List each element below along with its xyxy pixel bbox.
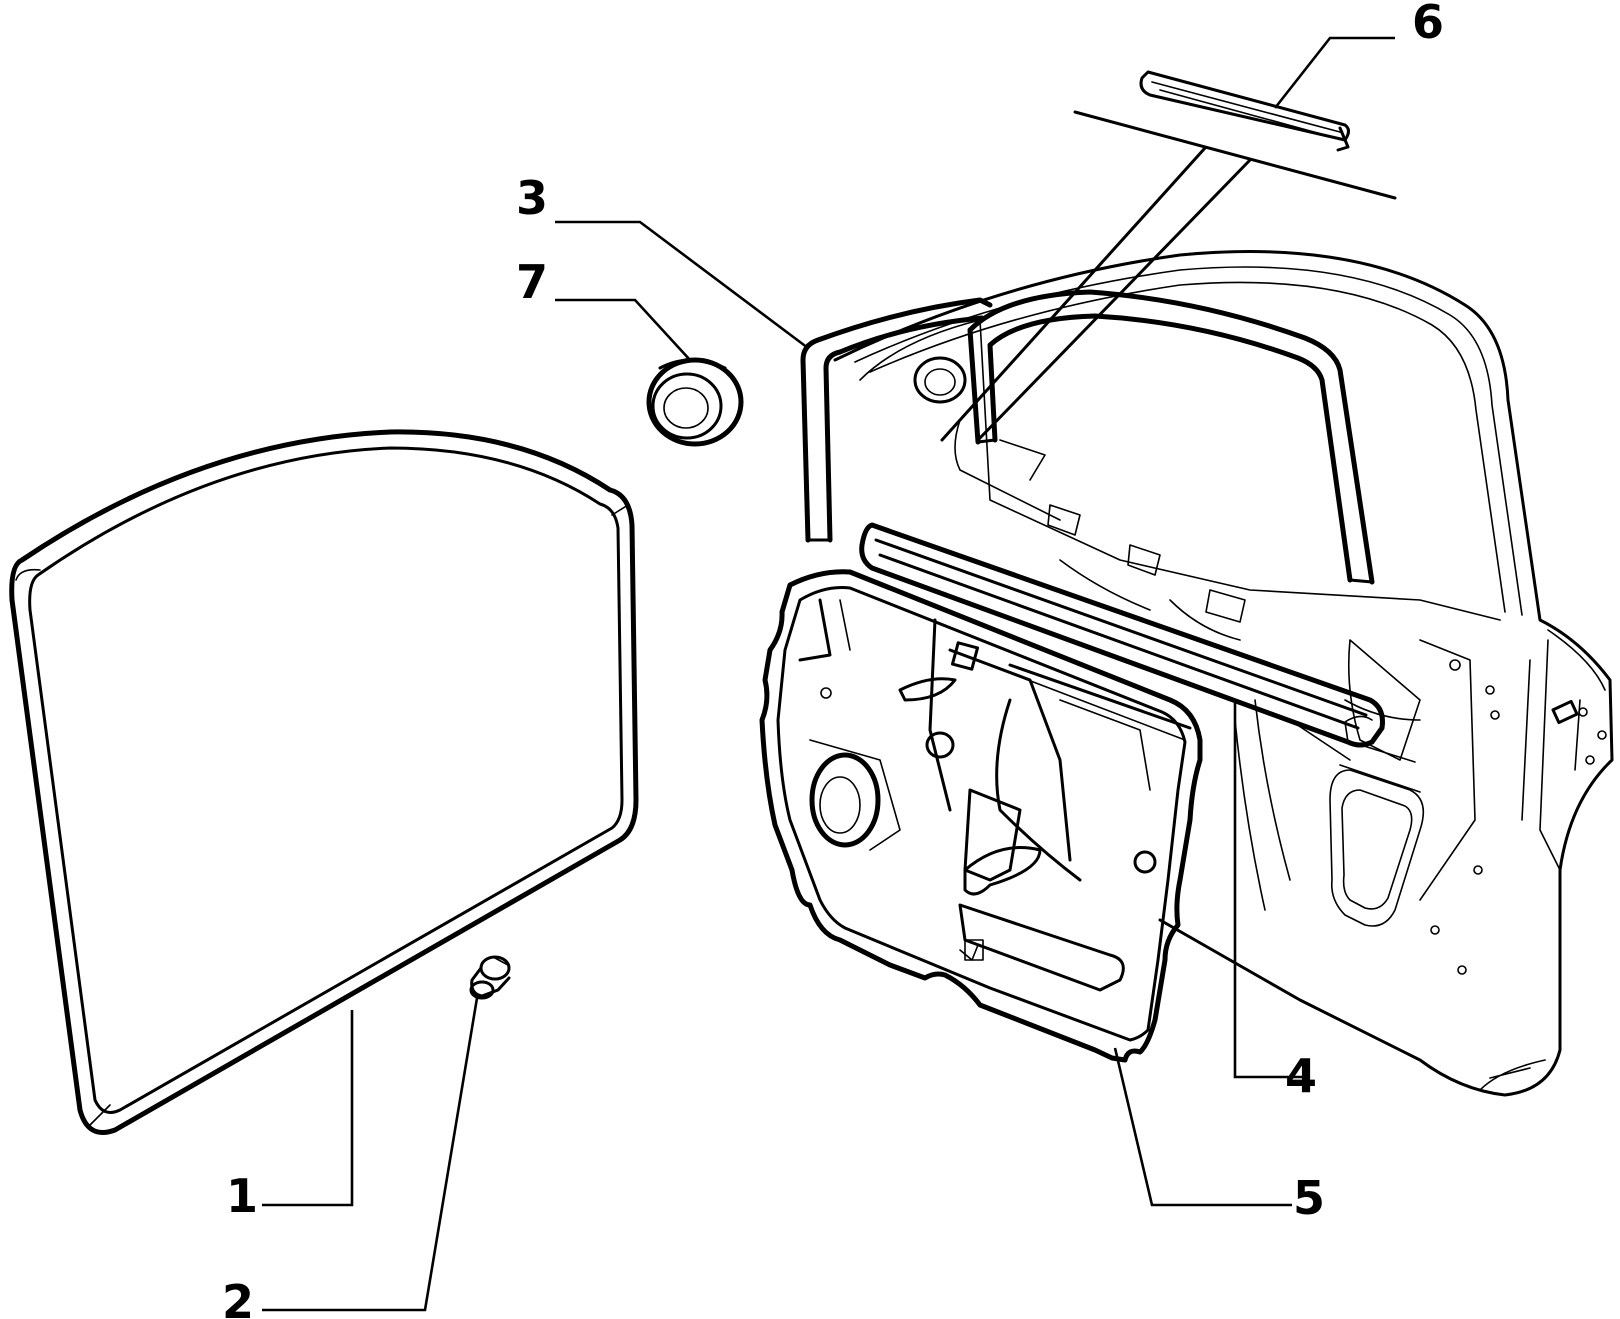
- part-3-window-channel: [800, 289, 1375, 585]
- part-2-plug: [469, 955, 511, 1000]
- part-7-grommet: [646, 357, 744, 447]
- callout-4: 4: [1285, 1049, 1317, 1103]
- part-4-belt-moulding: [859, 522, 1385, 748]
- leader-2: [262, 997, 479, 1312]
- leader-1: [262, 1010, 354, 1207]
- door-body: [833, 250, 1614, 1097]
- leader-3: [555, 220, 809, 350]
- callout-7: 7: [516, 255, 548, 309]
- callout-labels: 1 2 3 4 5 6 7: [222, 0, 1444, 1319]
- leader-6: [1273, 36, 1395, 109]
- callout-5: 5: [1293, 1171, 1325, 1225]
- part-1-glass-seal: [9, 429, 639, 1135]
- callout-2: 2: [222, 1275, 254, 1319]
- leader-4: [1233, 700, 1305, 1079]
- callout-3: 3: [516, 171, 548, 225]
- part-6-cap-strip: [940, 70, 1397, 442]
- callout-1: 1: [226, 1169, 258, 1223]
- leader-7: [555, 298, 691, 361]
- leader-5: [1113, 1047, 1292, 1207]
- callout-6: 6: [1412, 0, 1444, 49]
- leader-lines: [262, 36, 1395, 1312]
- part-5-inner-panel: [759, 569, 1203, 1063]
